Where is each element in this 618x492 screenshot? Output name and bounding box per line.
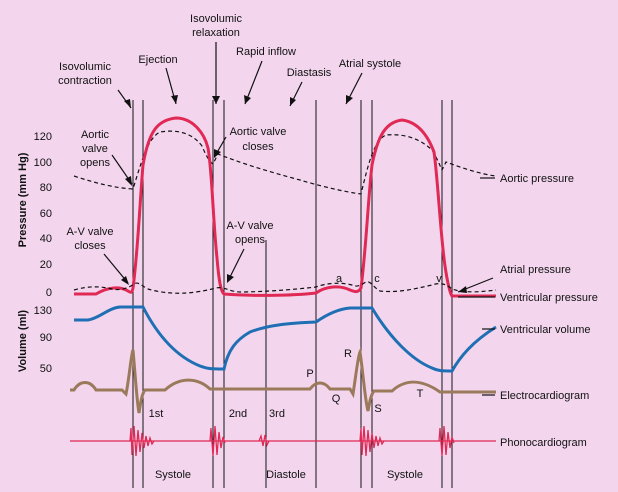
arrowhead bbox=[346, 95, 353, 104]
trace-label-atrial-pressure: Atrial pressure bbox=[500, 264, 571, 276]
phase-label-isovolumic-relaxation-2: relaxation bbox=[192, 27, 240, 39]
pressure-axis: Pressure (mm Hg) 120 100 80 60 40 20 0 bbox=[17, 131, 52, 299]
wave-label-c: c bbox=[374, 273, 380, 285]
phase-label-isovolumic-contraction-1: Isovolumic bbox=[59, 61, 111, 73]
annotation-aortic-valve-closes-1: Aortic valve bbox=[230, 126, 287, 138]
annotation-aortic-valve-opens-2: valve bbox=[82, 143, 108, 155]
wave-label-R: R bbox=[344, 348, 352, 360]
trace-label-phonocardiogram: Phonocardiogram bbox=[500, 437, 587, 449]
electrocardiogram-trace bbox=[70, 347, 496, 414]
annotation-aortic-valve-closes-2: closes bbox=[242, 141, 274, 153]
aortic-pressure-trace bbox=[73, 130, 497, 195]
pressure-tick: 0 bbox=[46, 287, 52, 299]
phono-burst-first bbox=[129, 425, 155, 457]
arrowhead bbox=[227, 274, 234, 283]
ventricular-pressure-trace bbox=[74, 116, 496, 298]
annotation-aortic-valve-opens-3: opens bbox=[80, 157, 110, 169]
pressure-tick: 120 bbox=[34, 131, 52, 143]
wave-label-v: v bbox=[436, 273, 442, 285]
heart-sound-first: 1st bbox=[149, 408, 164, 420]
trace-label-ventricular-volume: Ventricular volume bbox=[500, 324, 591, 336]
arrowhead bbox=[458, 286, 467, 293]
phono-burst-second bbox=[209, 425, 226, 457]
phono-burst-second-2 bbox=[438, 425, 455, 457]
pressure-tick: 40 bbox=[40, 233, 52, 245]
period-label-diastole: Diastole bbox=[266, 469, 306, 481]
pressure-tick: 100 bbox=[34, 157, 52, 169]
wave-label-a: a bbox=[336, 273, 343, 285]
volume-axis-label: Volume (ml) bbox=[17, 310, 29, 372]
phase-label-atrial-systole: Atrial systole bbox=[339, 58, 401, 70]
phase-label-isovolumic-relaxation-1: Isovolumic bbox=[190, 13, 242, 25]
volume-axis: Volume (ml) 130 90 50 bbox=[17, 305, 52, 375]
pressure-tick: 80 bbox=[40, 182, 52, 194]
heart-sound-second: 2nd bbox=[229, 408, 247, 420]
arrowhead bbox=[171, 95, 178, 104]
phase-label-isovolumic-contraction-2: contraction bbox=[58, 75, 112, 87]
ventricular-volume-trace bbox=[74, 305, 497, 373]
phonocardiogram-trace bbox=[70, 425, 496, 457]
volume-tick: 50 bbox=[40, 363, 52, 375]
pressure-tick: 20 bbox=[40, 259, 52, 271]
trace-label-aortic-pressure: Aortic pressure bbox=[500, 173, 574, 185]
annotation-av-valve-opens-2: opens bbox=[235, 234, 265, 246]
annotation-av-valve-opens-1: A-V valve bbox=[226, 220, 273, 232]
phono-burst-third bbox=[258, 433, 270, 447]
annotation-aortic-valve-opens-1: Aortic bbox=[81, 129, 110, 141]
arrowhead bbox=[244, 95, 251, 104]
wave-label-T: T bbox=[417, 388, 424, 400]
arrowhead bbox=[214, 149, 221, 158]
annotation-av-valve-closes-2: closes bbox=[74, 240, 106, 252]
wave-label-P: P bbox=[306, 368, 313, 380]
wave-label-S: S bbox=[374, 403, 381, 415]
period-label-systole-2: Systole bbox=[387, 469, 423, 481]
pressure-tick: 60 bbox=[40, 208, 52, 220]
period-label-systole-1: Systole bbox=[155, 469, 191, 481]
phase-label-rapid-inflow: Rapid inflow bbox=[236, 46, 296, 58]
phono-burst-first-2 bbox=[359, 425, 385, 457]
arrowhead bbox=[290, 97, 296, 106]
arrowhead bbox=[121, 276, 129, 285]
trace-label-electrocardiogram: Electrocardiogram bbox=[500, 390, 589, 402]
arrowhead bbox=[212, 96, 220, 104]
volume-tick: 90 bbox=[40, 332, 52, 344]
heart-sound-third: 3rd bbox=[269, 408, 285, 420]
annotation-av-valve-closes-1: A-V valve bbox=[66, 226, 113, 238]
volume-tick: 130 bbox=[34, 305, 52, 317]
phase-label-ejection: Ejection bbox=[138, 54, 177, 66]
arrowhead bbox=[124, 99, 131, 108]
arrowhead bbox=[125, 176, 132, 186]
atrial-pressure-trace bbox=[73, 281, 497, 294]
pressure-axis-label: Pressure (mm Hg) bbox=[17, 152, 29, 247]
trace-label-arrowheads bbox=[458, 286, 467, 293]
trace-label-ventricular-pressure: Ventricular pressure bbox=[500, 292, 598, 304]
phase-arrowheads bbox=[124, 95, 353, 108]
phase-label-diastasis: Diastasis bbox=[287, 67, 332, 79]
wave-label-Q: Q bbox=[332, 393, 341, 405]
